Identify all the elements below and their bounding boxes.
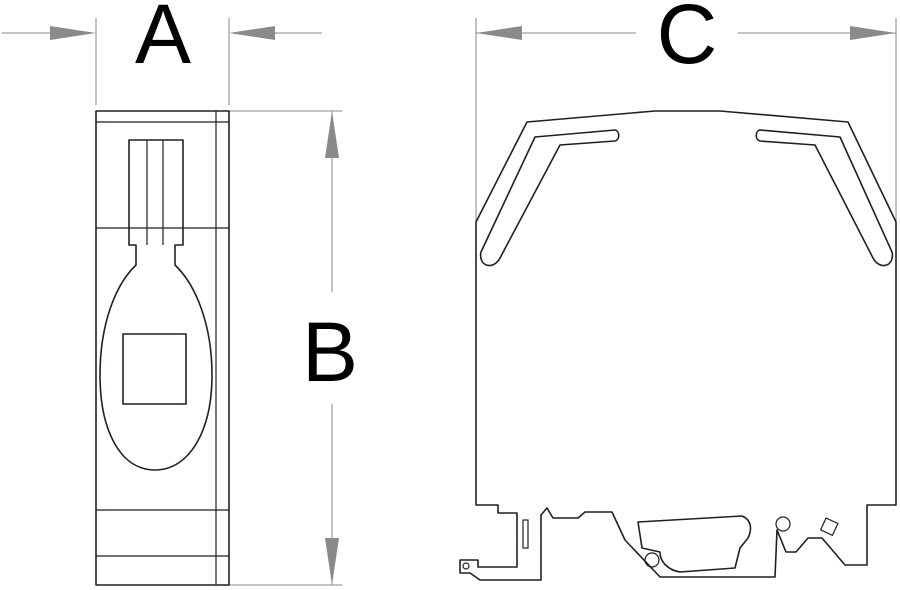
clamp-lever-left bbox=[479, 129, 620, 267]
side-view bbox=[459, 110, 897, 581]
screw-window bbox=[122, 333, 187, 405]
arrow-left-icon bbox=[476, 26, 522, 40]
clamp-lever-right bbox=[755, 129, 894, 267]
front-view bbox=[95, 110, 230, 586]
dimension-c: C bbox=[475, 0, 897, 222]
dimension-b: B bbox=[218, 110, 358, 586]
din-clip bbox=[637, 515, 752, 573]
arrow-right-icon bbox=[850, 26, 896, 40]
dimension-label-b: B bbox=[302, 305, 358, 399]
locating-pin bbox=[522, 519, 529, 549]
clamp-body bbox=[99, 139, 213, 471]
dimension-a: A bbox=[2, 0, 322, 105]
arrow-left-icon bbox=[229, 26, 275, 40]
pivot-hole bbox=[644, 552, 660, 568]
dimension-label-c: C bbox=[657, 0, 718, 81]
arrow-right-icon bbox=[50, 26, 96, 40]
arrow-down-icon bbox=[325, 538, 339, 585]
spring-notch bbox=[775, 516, 791, 532]
rail-pin bbox=[462, 562, 470, 570]
arrow-up-icon bbox=[325, 111, 339, 158]
dimension-label-a: A bbox=[135, 0, 191, 81]
side-outline bbox=[459, 110, 897, 581]
release-slot bbox=[819, 517, 839, 537]
